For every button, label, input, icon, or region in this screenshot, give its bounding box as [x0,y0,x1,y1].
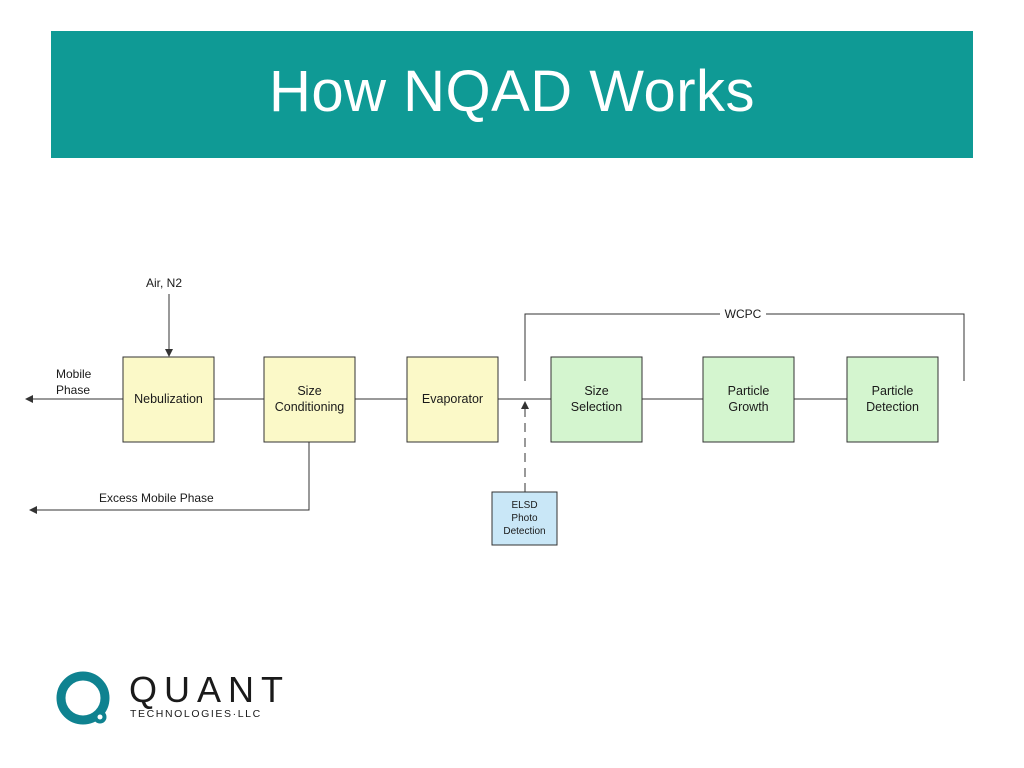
box-evaporator: Evaporator [406,356,499,443]
quant-q-logo-icon [56,671,110,725]
excess-mobile-phase-line [29,442,310,514]
particle-detection-label-1: Particle [872,384,914,398]
box-particle-detection: Particle Detection [846,356,939,443]
logo-name: QUANT [129,669,290,710]
wcpc-label: WCPC [725,307,762,321]
excess-mobile-phase-label: Excess Mobile Phase [99,491,214,505]
evaporator-label: Evaporator [422,392,483,406]
particle-growth-label-1: Particle [728,384,770,398]
elsd-label-3: Detection [503,526,545,537]
slide-title: How NQAD Works [268,59,756,124]
quant-logo: QUANT TECHNOLOGIES·LLC [53,668,283,730]
wcpc-bracket-left [524,313,720,381]
title-bar: How NQAD Works [51,31,973,158]
box-size-conditioning: Size Conditioning [263,356,356,443]
air-n2-label: Air, N2 [146,276,182,290]
size-conditioning-label-1: Size [297,384,321,398]
elsd-label-2: Photo [511,513,538,524]
box-size-selection: Size Selection [550,356,643,443]
particle-detection-label-2: Detection [866,400,919,414]
connector-lines [25,294,965,514]
wcpc-bracket-right [766,313,965,381]
particle-growth-label-2: Growth [728,400,768,414]
size-conditioning-label-2: Conditioning [275,400,345,414]
box-particle-growth: Particle Growth [702,356,795,443]
elsd-label-1: ELSD [511,500,537,511]
mobile-phase-label-1: Mobile [56,367,92,381]
logo-subtitle: TECHNOLOGIES·LLC [130,708,262,720]
size-selection-label-1: Size [584,384,608,398]
mobile-phase-label-2: Phase [56,383,90,397]
nebulization-label: Nebulization [134,392,203,406]
size-selection-label-2: Selection [571,400,622,414]
box-elsd-photo-detection: ELSD Photo Detection [491,491,558,546]
box-nebulization: Nebulization [122,356,215,443]
